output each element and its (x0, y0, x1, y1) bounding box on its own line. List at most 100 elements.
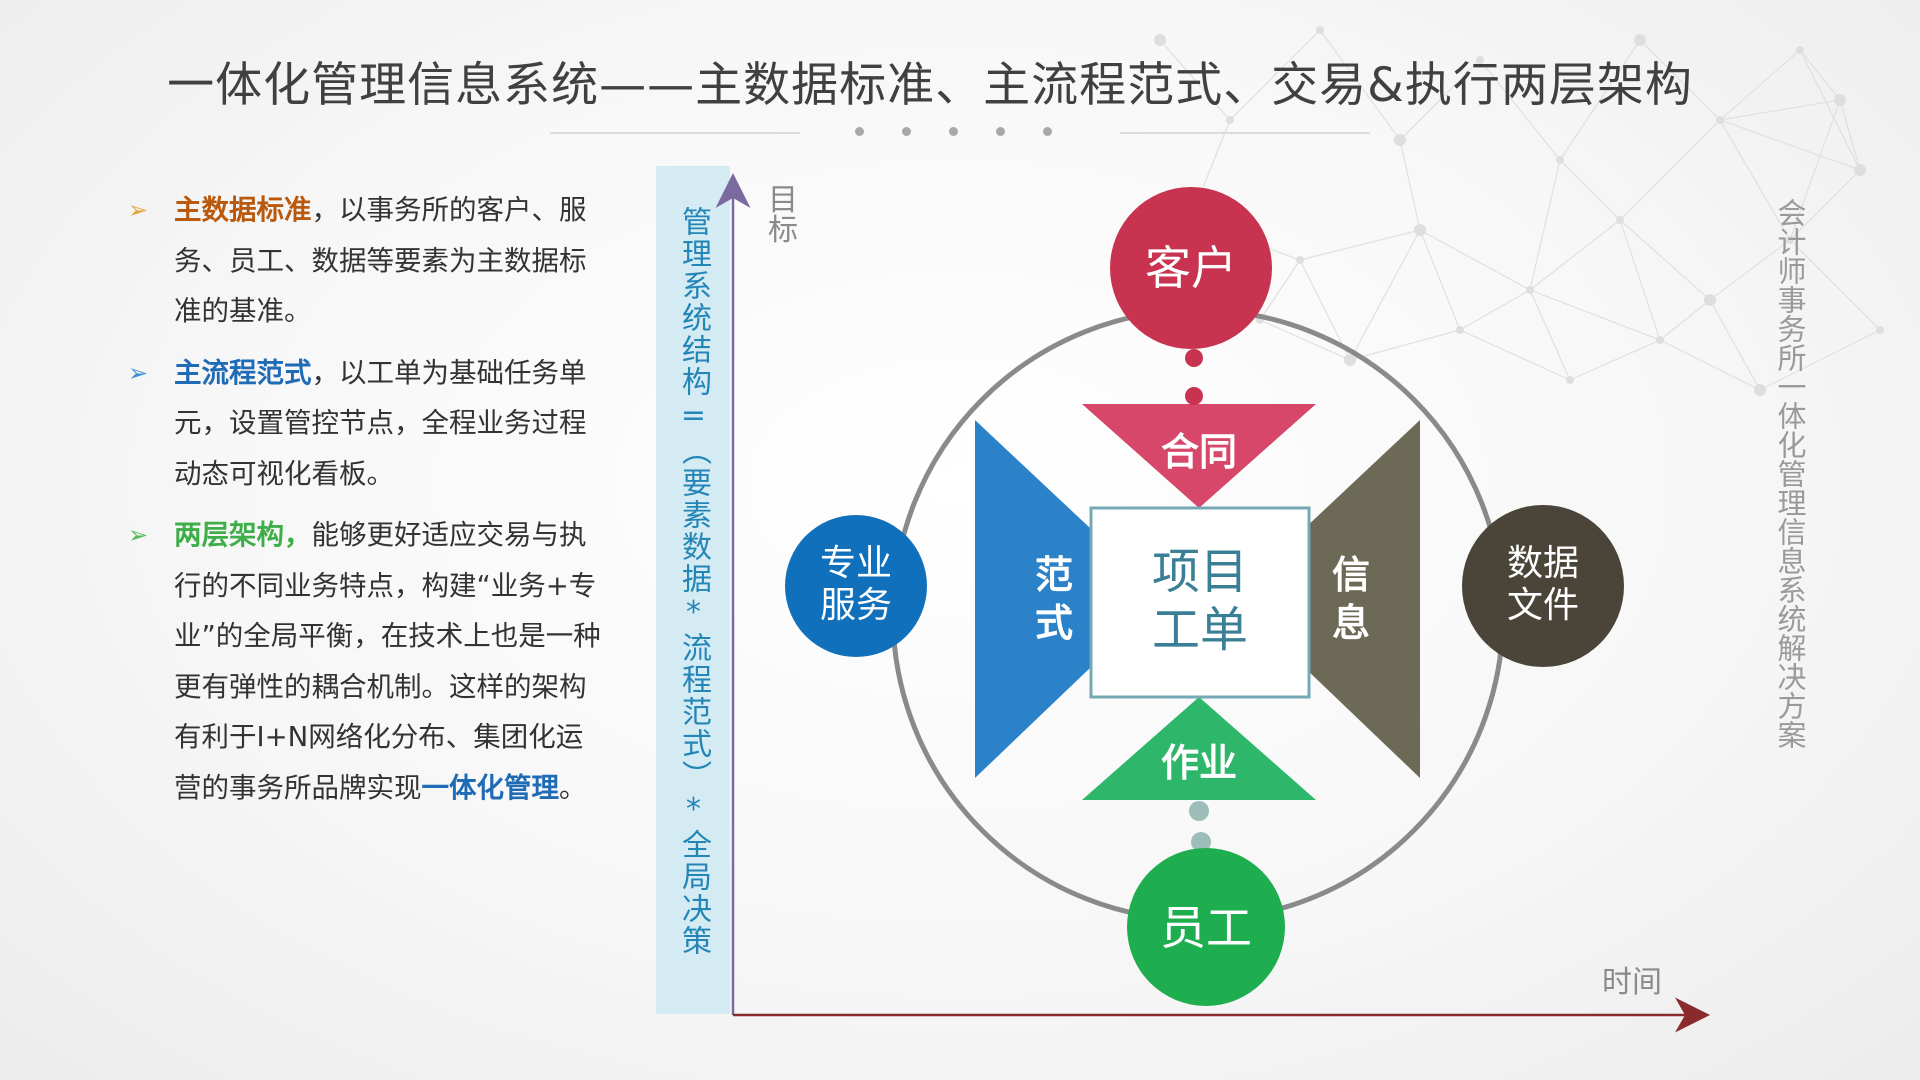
connector-dot-top-2 (1185, 387, 1203, 405)
network-link (1349, 229, 1421, 361)
contract-triangle (1082, 404, 1316, 508)
network-link (1719, 119, 1791, 241)
operation-triangle (1082, 697, 1316, 800)
data-files-node (1462, 505, 1624, 667)
x-axis-label: 时间 (1602, 965, 1662, 1000)
paradigm-label-1: 范 (1035, 553, 1073, 597)
network-link (1419, 229, 1531, 291)
network-link (1569, 339, 1661, 381)
network-node (1316, 26, 1324, 34)
network-link (1479, 59, 1561, 161)
network-node (1566, 376, 1574, 384)
network-link (1459, 329, 1571, 381)
network-link (1659, 299, 1711, 341)
formula-text: 管理系统结构=（要素数据*流程范式）*全局决策 (676, 206, 711, 957)
customer-node (1110, 187, 1272, 349)
bullet-highlight: 两层架构， (174, 519, 312, 551)
y-axis-label-2: 标 (768, 213, 798, 248)
network-link (1619, 219, 1711, 301)
network-link (1709, 299, 1761, 391)
connector-dot-bottom-1 (1189, 801, 1209, 821)
arrow-bullet-icon: ➢ (128, 196, 149, 224)
bullet-text: ，以事务所的客户、服务、员工、数据等要素为主数据标准的基准。 (174, 194, 587, 327)
bullet-text: ，以工单为基础任务单元，设置管控节点，全程业务过程动态可视化看板。 (174, 356, 587, 490)
divider-right (1120, 132, 1370, 134)
network-node (1226, 116, 1234, 124)
network-link (1709, 239, 1791, 301)
network-link (1559, 159, 1621, 221)
network-link (1759, 329, 1881, 391)
network-link (1529, 219, 1621, 291)
professional-service-label-1: 专业 (820, 543, 892, 584)
divider-dots (855, 127, 1052, 136)
network-link (1349, 329, 1461, 361)
bullet-highlight: 主流程范式 (174, 356, 312, 389)
connector-dot-bottom-2 (1191, 832, 1211, 852)
bullet-text: 能够更好适应交易与执行的不同业务特点，构建“业务+专业”的全局平衡，在技术上也是… (174, 519, 601, 804)
network-node (1854, 164, 1866, 176)
network-link (1659, 339, 1761, 391)
data-files-label-2: 文件 (1507, 585, 1579, 626)
network-link (1789, 99, 1841, 241)
network-node (1476, 56, 1484, 64)
network-node (1634, 34, 1646, 46)
network-node (1834, 94, 1846, 106)
bullet-master-data: ➢ 主数据标准，以事务所的客户、服务、员工、数据等要素为主数据标准的基准。 (128, 185, 608, 337)
network-node (1656, 336, 1664, 344)
project-order-label-1: 项目 (1152, 544, 1248, 600)
network-node (1616, 216, 1624, 224)
divider-left (550, 132, 800, 134)
formula-vertical-bar: 管理系统结构=（要素数据*流程范式）*全局决策 (656, 166, 730, 1014)
page-title: 一体化管理信息系统——主数据标准、主流程范式、交易&执行两层架构 (167, 58, 1693, 113)
bullet-tail-highlight: 一体化管理 (421, 771, 560, 804)
network-node (1754, 384, 1766, 396)
bullet-list: ➢ 主数据标准，以事务所的客户、服务、员工、数据等要素为主数据标准的基准。 ➢ … (128, 185, 608, 824)
network-node (1556, 156, 1564, 164)
network-link (1529, 289, 1661, 341)
network-link (1299, 229, 1421, 261)
network-node (1526, 286, 1534, 294)
network-link (1789, 239, 1881, 331)
network-link (1229, 29, 1321, 121)
network-link (1719, 49, 1801, 121)
network-link (1319, 29, 1401, 141)
network-link (1719, 99, 1841, 121)
network-node (1786, 236, 1794, 244)
paradigm-label-2: 式 (1035, 601, 1073, 645)
network-link (1719, 119, 1861, 171)
information-label-2: 息 (1332, 601, 1370, 645)
network-link (1789, 169, 1861, 241)
network-node (1456, 326, 1464, 334)
network-link (1259, 319, 1351, 361)
network-link (1399, 139, 1421, 231)
bullet-tail-end: 。 (559, 771, 587, 804)
customer-label: 客户 (1145, 241, 1237, 295)
data-files-label-1: 数据 (1507, 543, 1579, 584)
solution-side-title: 会计师事务所一体化管理信息系统解决方案 (1773, 198, 1807, 749)
employee-node (1127, 848, 1285, 1006)
paradigm-triangle (975, 420, 1090, 778)
y-axis-label-1: 目 (768, 183, 798, 218)
network-link (1419, 229, 1461, 331)
bullet-highlight: 主数据标准 (174, 194, 312, 226)
project-order-label-2: 工单 (1152, 602, 1248, 658)
network-link (1559, 39, 1641, 161)
information-triangle (1305, 420, 1420, 778)
network-link (1839, 99, 1861, 171)
professional-service-label-2: 服务 (820, 585, 892, 626)
network-link (1799, 49, 1861, 171)
contract-label: 合同 (1161, 430, 1237, 474)
network-node (1344, 354, 1356, 366)
network-link (1159, 39, 1231, 121)
network-node (1154, 34, 1166, 46)
information-label-1: 信 (1332, 553, 1370, 597)
network-link (1259, 259, 1301, 321)
connector-dot-top-1 (1185, 349, 1203, 367)
professional-service-node (785, 515, 927, 657)
network-link (1399, 59, 1481, 141)
network-node (1296, 256, 1304, 264)
network-node (1394, 134, 1406, 146)
network-link (1619, 119, 1721, 221)
employee-label: 员工 (1160, 901, 1252, 955)
